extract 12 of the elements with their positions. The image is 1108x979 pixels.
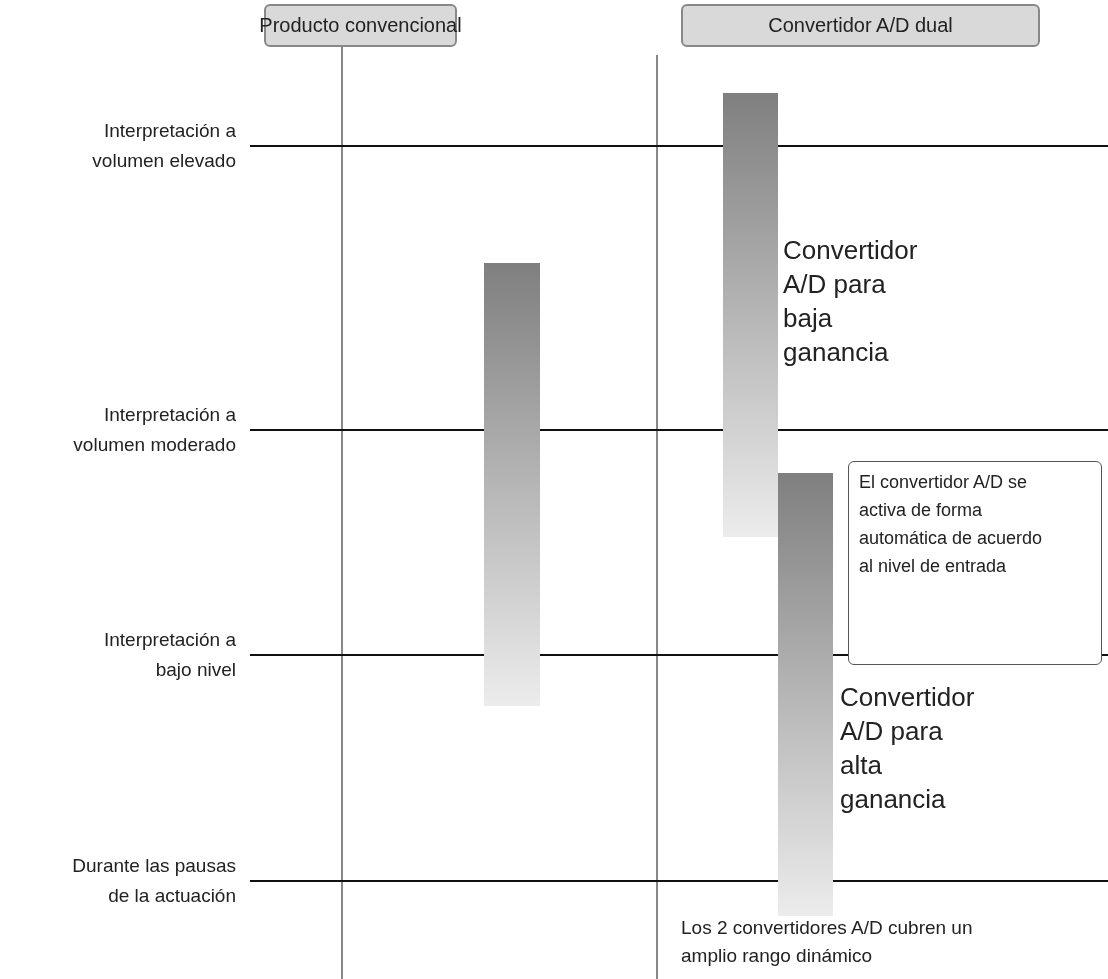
bar-caption: Convertidor A/D para alta ganancia (840, 681, 976, 816)
footnote: Los 2 convertidores A/D cubren un amplio rango dinámico (681, 916, 974, 968)
level-label: Interpretación a volumen elevado (91, 119, 236, 173)
level-label: Durante las pausas de la actuación (71, 854, 236, 908)
gain-range-bar (723, 93, 778, 537)
bar-caption: Convertidor A/D para baja ganancia (783, 234, 919, 369)
gain-range-bar (484, 263, 540, 706)
note-box: El convertidor A/D se activa de forma automática de acuerdo al nivel de entrada (848, 461, 1102, 665)
level-label: Interpretación a bajo nivel (102, 628, 236, 682)
gain-range-bar (778, 473, 833, 916)
level-label: Interpretación a volumen moderado (72, 403, 236, 457)
column-header: Convertidor A/D dual (681, 4, 1040, 47)
